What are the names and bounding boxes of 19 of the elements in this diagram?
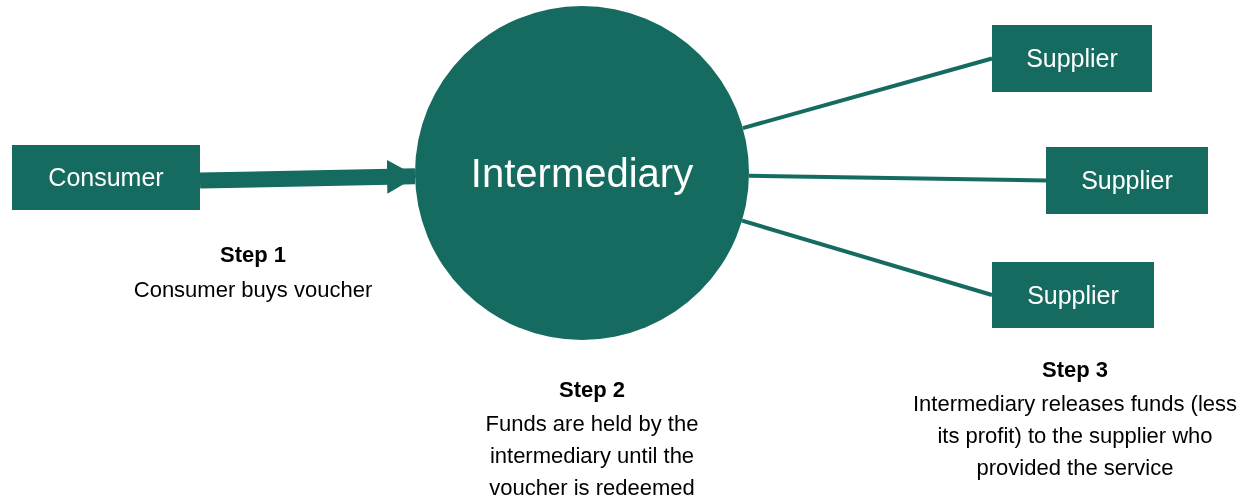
step-description: Consumer buys voucher (133, 276, 373, 304)
step-description: Intermediary releases funds (less its profit) to the supplier who provided the service (912, 390, 1238, 482)
process-box (992, 25, 1152, 92)
node-label: Consumer (48, 163, 164, 192)
connector-line (742, 56, 993, 130)
process-box (1046, 147, 1208, 214)
process-box (12, 145, 200, 210)
process-box (992, 262, 1154, 328)
connector-line (741, 218, 993, 297)
step-description: Funds are held by the intermediary until the voucher is redeemed (484, 410, 700, 502)
node-label: Intermediary (470, 150, 694, 196)
node-label: Supplier (1026, 44, 1118, 73)
node-label: Supplier (1081, 166, 1173, 195)
node-label: Supplier (1027, 280, 1119, 310)
step-heading: Step 1 (219, 241, 287, 269)
step-heading: Step 3 (1041, 356, 1109, 384)
connector-line (748, 173, 1047, 183)
arrow (199, 159, 418, 194)
step-heading: Step 2 (558, 376, 626, 404)
